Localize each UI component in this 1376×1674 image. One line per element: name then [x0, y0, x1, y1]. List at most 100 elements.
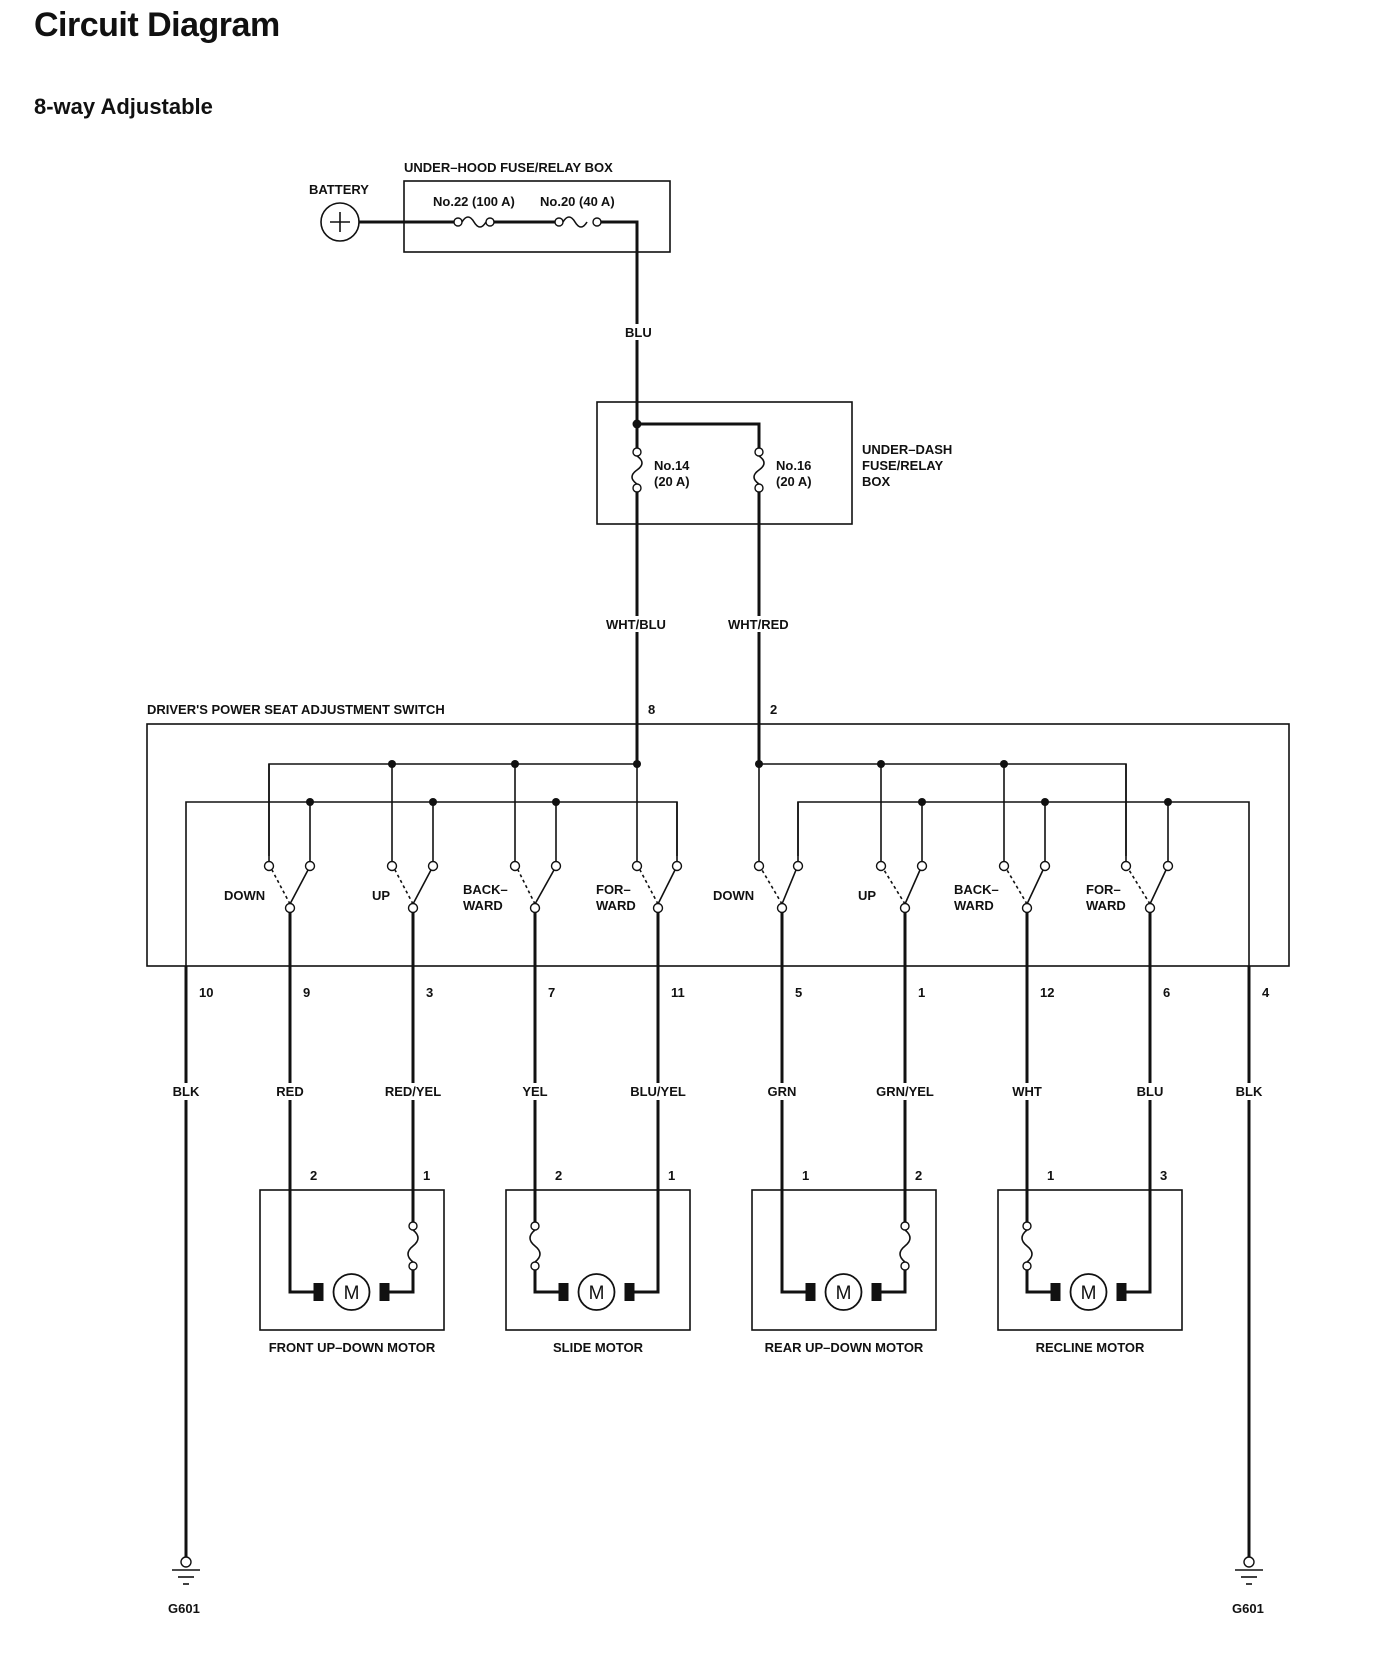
fuse-terminal: [453, 217, 463, 227]
motor-housing: [259, 1189, 445, 1331]
power-seat-switch: DRIVER'S POWER SEAT ADJUSTMENT SWITCH: [146, 702, 1290, 1562]
motor-icon: [1069, 1273, 1108, 1311]
ground-left: G601: [168, 1556, 200, 1616]
ground-junction: [429, 798, 437, 806]
connector-pin: 9: [303, 985, 310, 1000]
ground-junction: [918, 798, 926, 806]
circuit-breaker-terminal: [900, 1221, 910, 1231]
page-title: Circuit Diagram: [34, 6, 280, 44]
wire-color-label: GRN: [768, 1084, 797, 1099]
switch-wiper-alt: [639, 869, 659, 905]
under-dash-box-label-2: FUSE/RELAY: [862, 458, 943, 473]
circuit-breaker-icon: [1021, 1229, 1033, 1263]
motor-housing: [997, 1189, 1183, 1331]
switch-position-label: DOWN: [713, 888, 754, 903]
motor-brush: [805, 1283, 816, 1301]
switch-wiper-alt: [1128, 869, 1151, 905]
switch-position-label: FOR–: [1086, 882, 1121, 897]
ground-junction: [1164, 798, 1172, 806]
switch-common-contact: [899, 902, 911, 914]
fuse-no16-icon: [753, 455, 765, 485]
switch-position-label: DOWN: [224, 888, 265, 903]
under-dash-box-label-1: UNDER–DASH: [862, 442, 952, 457]
switch-wiper: [657, 869, 676, 905]
wire-color-label: RED: [276, 1084, 303, 1099]
circuit-breaker-icon: [899, 1229, 911, 1263]
switch-contact: [427, 860, 439, 872]
circuit-breaker-terminal: [530, 1261, 540, 1271]
fuse-no22-icon: [461, 216, 487, 228]
circuit-breaker-terminal: [530, 1221, 540, 1231]
switch-wiper: [904, 869, 921, 905]
fuse-no22-label: No.22 (100 A): [433, 194, 515, 209]
switch-contact: [916, 860, 928, 872]
switch-position-label: FOR–: [596, 882, 631, 897]
fuse-no20-icon: [562, 216, 588, 228]
motor-brush: [871, 1283, 882, 1301]
fuse-no14-icon: [631, 455, 643, 485]
motor-brush: [558, 1283, 569, 1301]
pin-8: 8: [648, 702, 655, 717]
battery-label: BATTERY: [309, 182, 369, 197]
motor-name: SLIDE MOTOR: [553, 1340, 644, 1355]
switch-wiper-alt: [517, 869, 536, 905]
switch-position-label: UP: [858, 888, 876, 903]
switch-position-label: BACK–: [463, 882, 508, 897]
switch-wiper-alt: [883, 869, 906, 905]
connector-pin: 5: [795, 985, 802, 1000]
switch-wiper-alt: [761, 869, 783, 905]
motor-name: REAR UP–DOWN MOTOR: [765, 1340, 924, 1355]
switch-contact: [263, 860, 275, 872]
motor-symbol: M: [836, 1283, 852, 1304]
switch-wiper: [1026, 869, 1044, 905]
wire-color-label: WHT: [1012, 1084, 1042, 1099]
fuse-no14-label-1: No.14: [654, 458, 690, 473]
switch-position-label: WARD: [463, 898, 503, 913]
wire-color-label: BLU: [1137, 1084, 1164, 1099]
switch-common-contact: [1021, 902, 1033, 914]
ground-junction: [552, 798, 560, 806]
switch-wiper-alt: [1006, 869, 1028, 905]
connector-pin: 1: [918, 985, 925, 1000]
switch-common-contact: [1144, 902, 1156, 914]
switch-contact: [875, 860, 887, 872]
fuse-no16-label-1: No.16: [776, 458, 811, 473]
motor-icon: [332, 1273, 371, 1311]
bus-junction: [388, 760, 396, 768]
circuit-breaker-terminal: [1022, 1261, 1032, 1271]
motor-pin: 2: [310, 1168, 317, 1183]
switch-wiper: [534, 869, 555, 905]
switch-position-label: WARD: [596, 898, 636, 913]
wire-color-blu-main: BLU: [625, 325, 652, 340]
switch-wiper: [289, 869, 309, 905]
switch-contact: [386, 860, 398, 872]
ground-junction: [1041, 798, 1049, 806]
ground-label-right: G601: [1232, 1601, 1264, 1616]
switch-contact: [509, 860, 521, 872]
connector-pin: 3: [426, 985, 433, 1000]
switch-position-label: WARD: [954, 898, 994, 913]
connector-pin: 7: [548, 985, 555, 1000]
bus-junction: [511, 760, 519, 768]
ground-label-left: G601: [168, 1601, 200, 1616]
switch-wiper: [781, 869, 797, 905]
fuse-terminal: [592, 217, 602, 227]
fuse-no14-label-2: (20 A): [654, 474, 690, 489]
fuse-terminal: [554, 217, 564, 227]
under-hood-box-label: UNDER–HOOD FUSE/RELAY BOX: [404, 160, 613, 175]
motor-brush: [624, 1283, 635, 1301]
wire-color-wht-blu: WHT/BLU: [606, 617, 666, 632]
motor-pin: 3: [1160, 1168, 1167, 1183]
page-subtitle: 8-way Adjustable: [34, 94, 213, 119]
motor-housing: [751, 1189, 937, 1331]
switch-wiper: [412, 869, 432, 905]
motor-brush: [1050, 1283, 1061, 1301]
ground-junction: [306, 798, 314, 806]
circuit-breaker-terminal: [408, 1261, 418, 1271]
switch-contact: [1162, 860, 1174, 872]
motor-symbol: M: [589, 1283, 605, 1304]
switch-contact: [998, 860, 1010, 872]
